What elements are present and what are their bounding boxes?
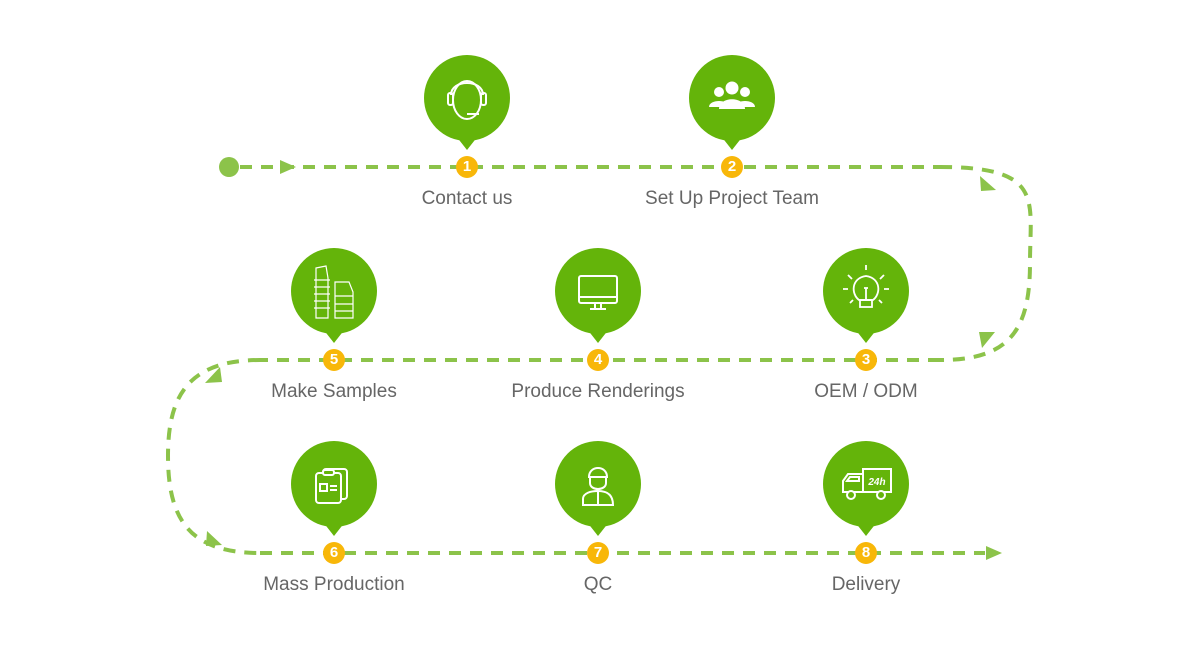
- arrow-3: [979, 332, 995, 348]
- path-loop-right: [939, 165, 1033, 362]
- step-8-pin: 24h: [823, 441, 909, 527]
- delivery-truck-icon: 24h: [842, 468, 892, 500]
- step-7-label: QC: [583, 574, 613, 595]
- clipboard-icon: [315, 468, 348, 504]
- step-5-pin: [291, 248, 377, 334]
- headset-icon: [447, 80, 487, 120]
- arrow-4: [205, 367, 222, 383]
- step-3-badge: 3: [855, 349, 877, 371]
- step-7-pin: [555, 441, 641, 527]
- step-8-label: Delivery: [831, 574, 901, 595]
- display-stand-icon: [314, 265, 354, 319]
- arrow-end: [986, 546, 1002, 560]
- step-5-label: Make Samples: [271, 381, 397, 402]
- inspector-icon: [582, 467, 615, 506]
- team-icon: [709, 81, 755, 109]
- lightbulb-icon: [843, 265, 889, 308]
- arrow-1: [280, 160, 296, 174]
- step-4-label: Produce Renderings: [511, 381, 685, 402]
- step-3-label: OEM / ODM: [814, 381, 918, 402]
- step-1-label: Contact us: [421, 188, 513, 209]
- step-1-badge: 1: [456, 156, 478, 178]
- step-6-label: Mass Production: [263, 574, 405, 595]
- step-7-badge: 7: [587, 542, 609, 564]
- step-2-label: Set Up Project Team: [645, 188, 819, 209]
- arrow-5: [206, 531, 222, 546]
- step-8-badge: 8: [855, 542, 877, 564]
- truck-24h-text: 24h: [867, 477, 885, 488]
- arrow-2: [980, 176, 996, 191]
- start-dot: [219, 157, 239, 177]
- step-3-pin: [823, 248, 909, 334]
- step-6-pin: [291, 441, 377, 527]
- step-1-pin: [424, 55, 510, 141]
- step-2-pin: [689, 55, 775, 141]
- step-2-badge: 2: [721, 156, 743, 178]
- step-4-badge: 4: [587, 349, 609, 371]
- step-5-badge: 5: [323, 349, 345, 371]
- monitor-icon: [578, 275, 618, 310]
- step-6-badge: 6: [323, 542, 345, 564]
- step-4-pin: [555, 248, 641, 334]
